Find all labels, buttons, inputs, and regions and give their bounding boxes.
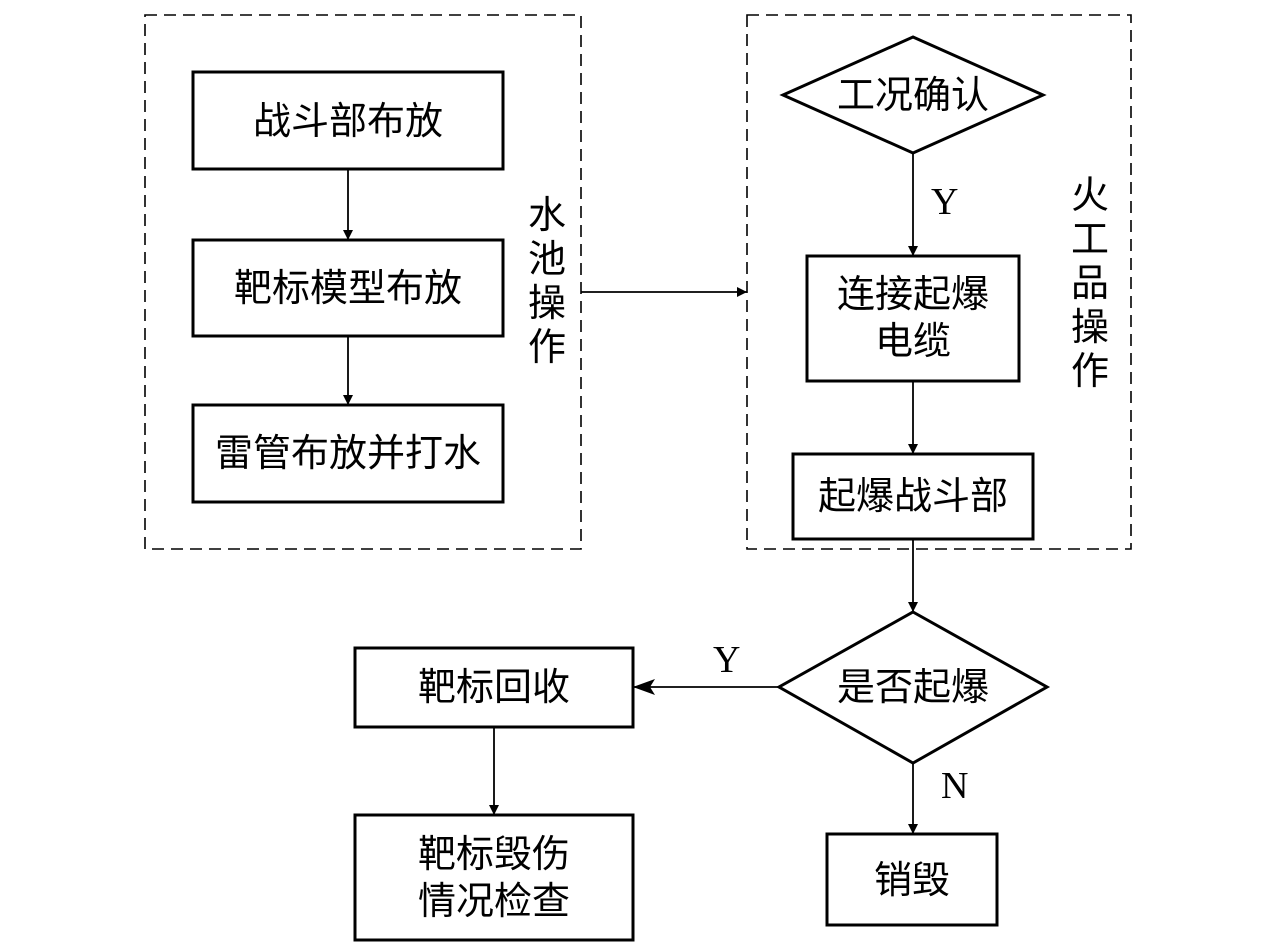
node-warhead-place: 战斗部布放 <box>191 70 505 171</box>
node-label: 战斗部布放 <box>253 99 443 143</box>
pyro-operation-label: 火 工 品 操 作 <box>1071 173 1109 393</box>
node-detonated-decision: 是否起爆 <box>775 610 1051 765</box>
node-label: 电缆 <box>875 319 951 363</box>
node-label: 雷管布放并打水 <box>215 431 481 475</box>
edge-label-no: N <box>941 765 968 807</box>
pool-label-char: 作 <box>528 325 566 369</box>
node-label: 靶标模型布放 <box>234 266 462 310</box>
edge-label-yes: Y <box>931 181 958 223</box>
node-label: 靶标毁伤 <box>418 832 570 876</box>
node-label: 起爆战斗部 <box>818 474 1008 518</box>
node-damage-check: 靶标毁伤 情况检查 <box>353 813 635 942</box>
pool-operation-group <box>144 14 582 550</box>
pyro-label-char: 操 <box>1071 305 1109 349</box>
node-label: 情况检查 <box>418 879 570 923</box>
node-target-model-place: 靶标模型布放 <box>191 238 505 338</box>
pool-label-char: 池 <box>528 237 566 281</box>
pyro-operation-group <box>746 14 1132 550</box>
node-destroy: 销毁 <box>825 832 999 927</box>
node-label: 工况确认 <box>837 73 989 117</box>
node-detonator-place: 雷管布放并打水 <box>191 403 505 504</box>
pyro-label-char: 作 <box>1071 349 1109 393</box>
node-condition-check: 工况确认 <box>779 35 1047 155</box>
node-label: 连接起爆 <box>837 272 989 316</box>
pool-operation-label: 水 池 操 作 <box>528 193 566 369</box>
node-label: 靶标回收 <box>418 665 570 709</box>
node-connect-cable: 连接起爆 电缆 <box>805 254 1021 383</box>
node-label: 销毁 <box>874 858 950 902</box>
pyro-label-char: 工 <box>1071 217 1109 261</box>
edge-label-yes: Y <box>713 639 740 681</box>
node-label: 是否起爆 <box>837 665 989 709</box>
pool-label-char: 水 <box>528 193 566 237</box>
pyro-label-char: 火 <box>1071 173 1109 217</box>
pool-label-char: 操 <box>528 281 566 325</box>
node-target-recovery: 靶标回收 <box>353 646 635 729</box>
node-detonate-warhead: 起爆战斗部 <box>791 452 1035 541</box>
pyro-label-char: 品 <box>1071 261 1109 305</box>
